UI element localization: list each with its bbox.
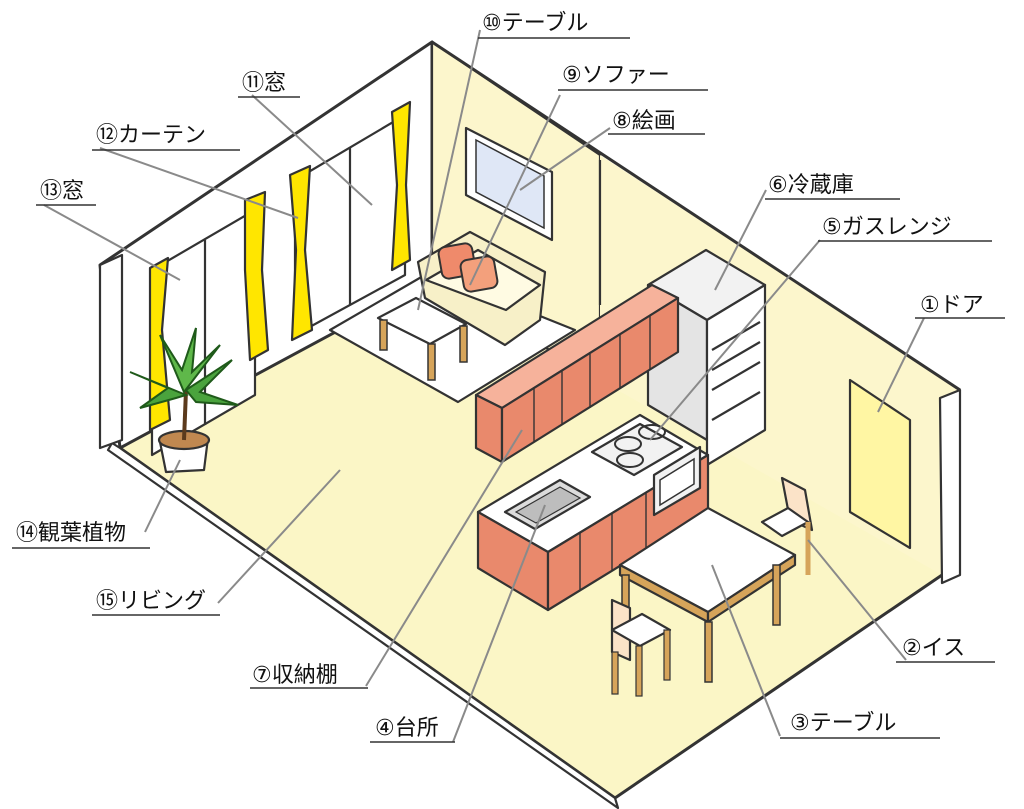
door <box>848 378 912 550</box>
label-table-living: ⑩テーブル <box>482 11 588 36</box>
rug <box>328 270 577 404</box>
callouts: ①ドア ②イス ③テーブル ④台所 ⑤ガスレンジ ⑥冷蔵庫 ⑦収納棚 ⑧絵画 ⑨… <box>12 11 1005 743</box>
living-table <box>376 296 468 346</box>
label-refrigerator: ⑥冷蔵庫 <box>768 173 854 198</box>
living-area <box>328 230 577 404</box>
plant <box>129 327 239 474</box>
label-storage-shelf: ⑦収納棚 <box>252 663 338 688</box>
label-chair: ②イス <box>902 636 965 661</box>
label-curtain: ⑫カーテン <box>96 123 206 148</box>
curtains <box>148 100 412 432</box>
label-table-dining: ③テーブル <box>790 711 896 736</box>
curtain-left-2 <box>243 190 270 362</box>
right-wall-edge <box>938 388 962 585</box>
leader-lines <box>43 29 925 743</box>
label-living: ⑮リビング <box>96 589 206 614</box>
label-plant: ⑭観葉植物 <box>16 521 126 546</box>
label-door: ①ドア <box>920 293 984 318</box>
dining-set <box>610 476 814 697</box>
storage-shelf <box>474 283 680 464</box>
label-sofa: ⑨ソファー <box>562 63 670 88</box>
curtain-back-2 <box>390 100 412 272</box>
kitchen-counter <box>476 413 710 612</box>
label-gas-range: ⑤ガスレンジ <box>822 215 952 240</box>
label-window-back: ⑪窓 <box>242 71 286 96</box>
label-window-left: ⑬窓 <box>40 179 84 204</box>
label-painting: ⑧絵画 <box>612 109 676 134</box>
label-kitchen: ④台所 <box>375 716 439 741</box>
painting <box>464 126 554 242</box>
curtain-back-1 <box>288 164 314 342</box>
